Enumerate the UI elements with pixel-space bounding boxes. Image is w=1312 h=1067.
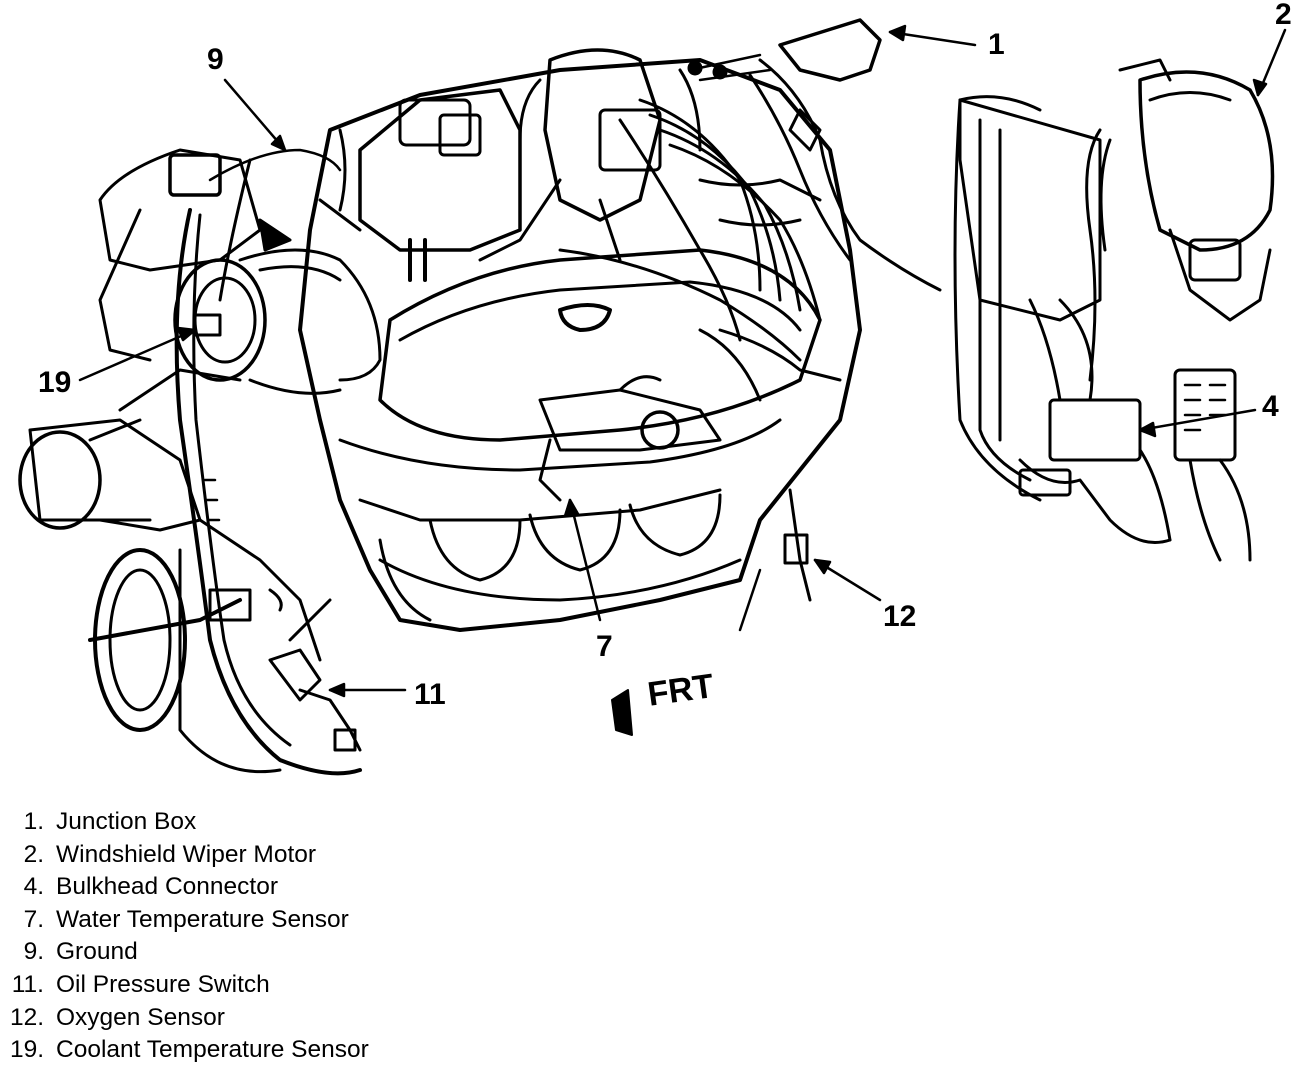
legend-label: Coolant Temperature Sensor	[56, 1036, 369, 1064]
legend-label: Junction Box	[56, 808, 197, 835]
legend-number: 9.	[23, 938, 44, 966]
engine-wiring-diagram	[18, 18, 1287, 776]
callout-7: 7	[596, 630, 613, 663]
legend-label: Bulkhead Connector	[56, 873, 279, 901]
legend-number: 4.	[23, 873, 44, 901]
left-harness	[174, 158, 362, 776]
callout-4: 4	[1262, 390, 1279, 423]
legend-number: 19.	[9, 1036, 44, 1064]
legend-item: 19. Coolant Temperature Sensor	[0, 1034, 700, 1067]
oxygen-sensor-drawing	[738, 488, 812, 632]
legend-item: 1. Junction Box	[0, 806, 700, 839]
legend-number: 12.	[9, 1003, 44, 1031]
parts-legend: 1. Junction Box 2. Windshield Wiper Moto…	[0, 806, 700, 1067]
engine-block	[298, 58, 862, 632]
front-arrow	[611, 689, 633, 736]
oil-pressure-switch-drawing	[268, 598, 362, 752]
spark-plug-wires	[558, 98, 842, 402]
crank-pulley	[88, 518, 322, 774]
legend-item: 4. Bulkhead Connector	[0, 871, 700, 904]
water-temp-sensor-drawing	[538, 375, 722, 502]
legend-item: 9. Ground	[0, 936, 700, 969]
transmission	[18, 368, 242, 532]
legend-item: 7. Water Temperature Sensor	[0, 904, 700, 937]
legend-label: Ground	[56, 938, 138, 966]
firewall-panel	[953, 95, 1102, 502]
intake-manifold	[318, 48, 702, 282]
callout-2: 2	[1275, 0, 1292, 31]
legend-label: Oil Pressure Switch	[56, 970, 270, 998]
wiper-motor-drawing	[1085, 58, 1275, 382]
legend-label: Water Temperature Sensor	[56, 905, 349, 933]
legend-item: 11. Oil Pressure Switch	[0, 969, 700, 1002]
callout-11: 11	[414, 678, 446, 711]
legend-label: Oxygen Sensor	[56, 1003, 225, 1031]
legend-label: Windshield Wiper Motor	[56, 840, 317, 868]
bulkhead-connector-drawing	[1018, 298, 1252, 562]
callout-leaders	[78, 24, 1287, 698]
callout-9: 9	[207, 43, 224, 76]
legend-number: 1.	[23, 808, 44, 835]
callout-19: 19	[38, 366, 72, 399]
legend-number: 7.	[23, 905, 44, 933]
callout-12: 12	[883, 600, 917, 633]
callout-1: 1	[988, 28, 1005, 61]
legend-item: 12. Oxygen Sensor	[0, 1002, 700, 1035]
legend-item: 2. Windshield Wiper Motor	[0, 839, 700, 872]
legend-number: 2.	[23, 840, 44, 868]
alternator-pulley	[98, 148, 382, 395]
legend-number: 11.	[11, 970, 44, 998]
junction-box-harness	[687, 18, 942, 292]
